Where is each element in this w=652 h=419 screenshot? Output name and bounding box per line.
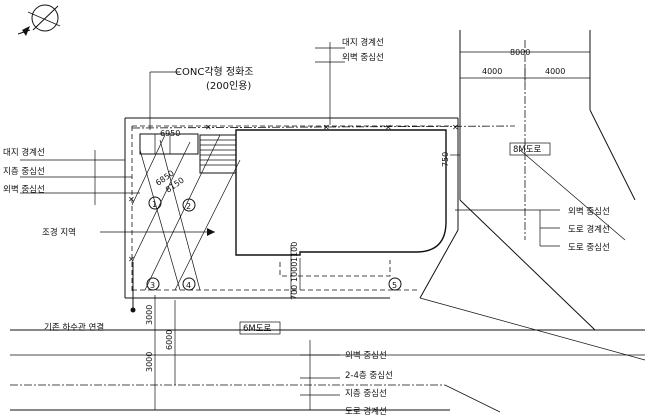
tank-capacity-label: (200인용) — [206, 80, 251, 92]
dim-4000-left: 4000 — [482, 67, 502, 76]
svg-text:1: 1 — [152, 200, 157, 209]
sewer-label: 기존 하수관 연결 — [44, 322, 104, 333]
right-road-center-label: 도로 중심선 — [568, 242, 610, 253]
left-site-boundary-label: 대지 경계선 — [3, 147, 45, 158]
marker-3: 3 — [146, 277, 160, 291]
drainage-route: ✕ ✕ ✕ ✕ ✕ ✕ — [128, 123, 516, 290]
dim-6000: 6000 — [165, 330, 174, 350]
svg-text:3: 3 — [150, 281, 155, 290]
dim-700: 700 — [290, 285, 299, 300]
svg-text:2: 2 — [186, 202, 191, 211]
dim-1100: 1100 — [290, 242, 299, 262]
dim-8000: 8000 — [510, 48, 530, 57]
road-8m-label: 8M도로 — [513, 145, 542, 155]
conc-tank-label: CONC각형 정화조 — [175, 66, 254, 78]
septic-tank — [139, 133, 199, 155]
road-8m-lines — [459, 30, 636, 331]
site-boundary-lines — [124, 117, 459, 299]
north-arrow-icon — [17, 4, 61, 36]
svg-text:5: 5 — [392, 281, 397, 290]
landscape-label: 조경 지역 — [42, 227, 76, 238]
dim-3000-bottom: 3000 — [145, 352, 154, 372]
top-outer-wall-label: 외벽 중심선 — [342, 52, 384, 63]
marker-2: 2 — [182, 198, 196, 212]
right-road-boundary-label: 도로 경계선 — [568, 224, 610, 235]
landscape-hatch — [131, 134, 241, 291]
dim-1000: 1000 — [290, 262, 299, 282]
svg-text:✕: ✕ — [323, 123, 330, 132]
bottom-road-boundary-label: 도로 경계선 — [345, 406, 387, 417]
building-footprint — [199, 129, 447, 256]
bottom-outer-wall-label: 외벽 중심선 — [345, 350, 387, 361]
bottom-floors-label: 2-4층 중심선 — [345, 370, 393, 381]
dim-6950: 6950 — [160, 129, 180, 138]
dim-3000-top: 3000 — [145, 305, 154, 325]
svg-text:✕: ✕ — [128, 195, 135, 204]
dimension-lines — [154, 154, 460, 410]
leader-lines — [20, 42, 560, 410]
svg-text:✕: ✕ — [128, 255, 135, 264]
dim-4000-right: 4000 — [545, 67, 565, 76]
marker-5: 5 — [388, 277, 402, 291]
left-basement-label: 지층 중심선 — [3, 166, 45, 177]
marker-1: 1 — [148, 196, 162, 210]
svg-text:✕: ✕ — [385, 123, 392, 132]
right-outer-wall-label: 외벽 중심선 — [568, 206, 610, 217]
svg-text:4: 4 — [186, 281, 191, 290]
svg-text:✕: ✕ — [205, 123, 212, 132]
marker-4: 4 — [182, 277, 196, 291]
svg-text:✕: ✕ — [452, 123, 459, 132]
road-6m-label: 6M도로 — [243, 324, 272, 334]
sewer-connection — [130, 262, 136, 313]
dim-750: 750 — [441, 152, 450, 167]
left-outer-wall-label: 외벽 중심선 — [3, 184, 45, 195]
top-site-boundary-label: 대지 경계선 — [342, 37, 384, 48]
bottom-basement-label: 지층 중심선 — [345, 388, 387, 399]
